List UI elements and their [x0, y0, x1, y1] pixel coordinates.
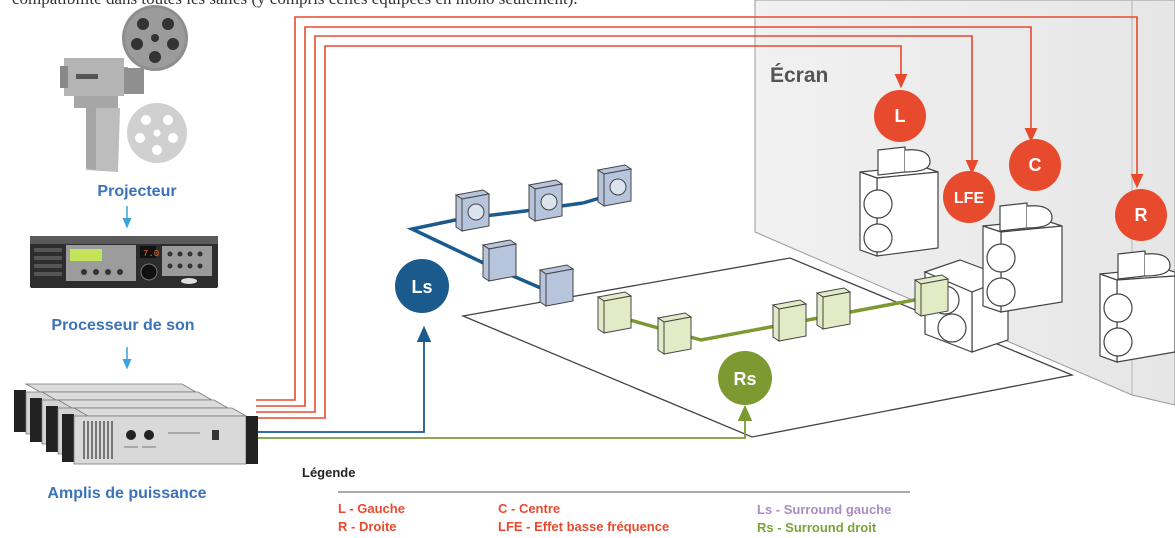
cable-c	[256, 26, 1038, 407]
header-cut-text: compatibilité dans toutes les salles (y …	[12, 0, 578, 8]
legend-item-c: C - Centre	[498, 501, 560, 516]
rs-speaker	[771, 299, 808, 342]
rs-speaker	[596, 291, 633, 334]
ls-speaker	[538, 264, 575, 307]
badge-l-text: L	[895, 106, 906, 126]
power-amplifiers-icon	[14, 383, 258, 465]
badge-r-text: R	[1135, 205, 1148, 225]
rs-speaker	[656, 312, 693, 355]
legend-item-ls: Ls - Surround gauche	[757, 502, 891, 517]
rs-wiring	[611, 296, 926, 342]
badge-l: L	[874, 90, 926, 142]
ls-speaker	[481, 239, 518, 282]
amps-label: Amplis de puissance	[47, 485, 206, 502]
badge-rs: Rs	[718, 351, 772, 405]
badge-r: R	[1115, 189, 1167, 241]
legend-item-r: R - Droite	[338, 519, 397, 534]
ls-speaker	[596, 164, 633, 207]
legend-item-lfe: LFE - Effet basse fréquence	[498, 519, 669, 534]
legend-item-rs: Rs - Surround droit	[757, 520, 877, 535]
processor-label: Processeur de son	[51, 317, 194, 334]
speaker-center	[982, 202, 1063, 313]
surround-right-speakers	[596, 274, 950, 355]
legend-title: Légende	[302, 465, 355, 480]
speaker-left	[859, 146, 939, 257]
sound-processor-icon: 7.0	[30, 236, 218, 288]
svg-text:7.0: 7.0	[143, 249, 159, 259]
badge-lfe: LFE	[943, 171, 995, 223]
surround-left-speakers	[454, 164, 633, 307]
speaker-right	[1099, 250, 1175, 363]
projector-label: Projecteur	[97, 183, 176, 200]
cable-r	[256, 16, 1144, 401]
screen-label: Écran	[770, 64, 828, 87]
cable-l	[256, 45, 908, 419]
amp-unit	[62, 407, 258, 465]
rs-speaker	[815, 287, 852, 330]
projector-icon	[60, 5, 188, 172]
badge-ls: Ls	[395, 259, 449, 313]
cable-lfe	[256, 35, 979, 413]
badge-c-text: C	[1029, 155, 1042, 175]
legend: Légende L - Gauche R - Droite C - Centre…	[302, 465, 910, 535]
badge-rs-text: Rs	[733, 369, 756, 389]
cable-ls	[256, 325, 432, 433]
front-cables	[256, 16, 1144, 419]
ls-speaker	[527, 179, 564, 222]
legend-item-l: L - Gauche	[338, 501, 405, 516]
ls-speaker	[454, 189, 491, 232]
badge-c: C	[1009, 139, 1061, 191]
badge-ls-text: Ls	[411, 277, 432, 297]
cable-rs	[256, 404, 753, 439]
rs-speaker	[913, 274, 950, 317]
badge-lfe-text: LFE	[954, 190, 985, 207]
